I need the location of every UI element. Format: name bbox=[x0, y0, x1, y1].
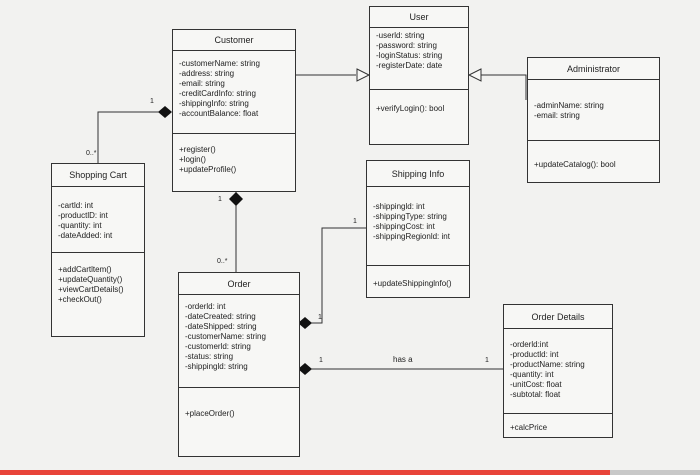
class-customer: Customer -customerName: string -address:… bbox=[172, 29, 296, 192]
method: +updateCatalog(): bool bbox=[534, 160, 616, 169]
attribute: -shippingCost: int bbox=[373, 222, 435, 231]
bottom-accent-bar bbox=[0, 470, 700, 475]
generalization-admin-user bbox=[481, 74, 527, 100]
multiplicity-label: 1 bbox=[218, 196, 222, 203]
class-name: Customer bbox=[214, 35, 254, 45]
attribute: -password: string bbox=[376, 41, 437, 50]
attribute: -email: string bbox=[179, 79, 225, 88]
method: +calcPrice bbox=[510, 423, 548, 432]
multiplicity-label: 1 bbox=[353, 218, 357, 225]
composition-diamond-customer-order bbox=[229, 192, 243, 206]
attribute-list: -customerName: string -address: string -… bbox=[173, 56, 295, 122]
attribute-list: -adminName: string -email: string bbox=[528, 98, 659, 124]
class-shipping-info: Shipping Info -shippingld: int -shipping… bbox=[366, 160, 470, 298]
attribute-list: -shippingld: int -shippingType: string -… bbox=[367, 199, 469, 245]
class-user: User -userld: string -password: string -… bbox=[369, 6, 469, 145]
association-order-shipping bbox=[300, 227, 366, 324]
inheritance-arrow-customer bbox=[356, 68, 371, 82]
attribute: -productld: int bbox=[510, 350, 559, 359]
attribute: -address: string bbox=[179, 69, 235, 78]
method: +checkOut() bbox=[58, 295, 102, 304]
method: +updateProfile() bbox=[179, 165, 237, 174]
attribute: -registerDate: date bbox=[376, 61, 443, 70]
attribute: -adminName: string bbox=[534, 101, 604, 110]
method-list: +updateCatalog(): bool bbox=[528, 157, 659, 173]
attribute: -shippingRegionld: int bbox=[373, 232, 450, 241]
attribute: -userld: string bbox=[376, 31, 425, 40]
attribute: -shippingType: string bbox=[373, 212, 447, 221]
attribute-list: -orderld: int -dateCreated: string -date… bbox=[179, 299, 299, 375]
class-name: Administrator bbox=[566, 63, 620, 74]
attribute: -shippingld: int bbox=[373, 202, 425, 211]
multiplicity-label: 0..* bbox=[217, 258, 228, 265]
attribute: -creditCardInfo: string bbox=[179, 89, 256, 98]
attribute: -email: string bbox=[534, 111, 580, 120]
attribute: -accountBalance: float bbox=[179, 109, 259, 118]
class-order-details: Order Details -orderld:int -productld: i… bbox=[503, 304, 613, 438]
method: +login() bbox=[179, 155, 206, 164]
method-list: +register() +login() +updateProfile() bbox=[173, 142, 295, 178]
association-customer-cart bbox=[97, 111, 165, 163]
multiplicity-label: 1 bbox=[319, 357, 323, 364]
association-label-has-a: has a bbox=[393, 355, 413, 364]
bottom-accent-gray bbox=[610, 470, 700, 475]
attribute: -quantity: int bbox=[510, 370, 554, 379]
method-list: +placeOrder() bbox=[179, 406, 299, 422]
method-list: +calcPrice bbox=[504, 420, 612, 436]
attribute: -shippingInfo: string bbox=[179, 99, 249, 108]
class-name: Order Details bbox=[531, 311, 585, 322]
method-list: +updateShippinglnfo() bbox=[367, 276, 469, 292]
method-list: +addCartltem() +updateQuantity() +viewCa… bbox=[52, 262, 144, 308]
attribute: -customerName: string bbox=[179, 59, 260, 68]
method-list: +verifyLogin(): bool bbox=[370, 101, 468, 117]
attribute: -orderld:int bbox=[510, 340, 549, 349]
multiplicity-label: 0..* bbox=[86, 150, 97, 157]
attribute-list: -cartld: int -productlD: int -quantity: … bbox=[52, 198, 144, 244]
method: +updateShippinglnfo() bbox=[373, 279, 452, 288]
attribute: -dateShipped: string bbox=[185, 322, 257, 331]
attribute: -productlD: int bbox=[58, 211, 108, 220]
method: +viewCartDetails() bbox=[58, 285, 124, 294]
multiplicity-label: 1 bbox=[318, 314, 322, 321]
multiplicity-label: 1 bbox=[150, 98, 154, 105]
method: +register() bbox=[179, 145, 216, 154]
attribute: -shippingld: string bbox=[185, 362, 248, 371]
method: +addCartltem() bbox=[58, 265, 112, 274]
attribute: -customerName: string bbox=[185, 332, 266, 341]
class-name: Shipping Info bbox=[391, 168, 445, 179]
composition-diamond-order-details bbox=[298, 363, 312, 375]
attribute: -unitCost: float bbox=[510, 380, 562, 389]
class-order: Order -orderld: int -dateCreated: string… bbox=[178, 272, 300, 457]
attribute: -status: string bbox=[185, 352, 234, 361]
attribute: -productName: string bbox=[510, 360, 585, 369]
attribute-list: -userld: string -password: string -login… bbox=[370, 28, 468, 74]
bottom-accent-red bbox=[0, 470, 610, 475]
inheritance-arrow-admin bbox=[467, 68, 482, 82]
composition-diamond-order-shipping bbox=[298, 317, 312, 329]
attribute: -cartld: int bbox=[58, 201, 94, 210]
class-name: Order bbox=[227, 278, 251, 289]
attribute-list: -orderld:int -productld: int -productNam… bbox=[504, 337, 612, 403]
class-administrator: Administrator -adminName: string -email:… bbox=[527, 57, 660, 183]
class-name: User bbox=[409, 12, 429, 22]
class-shopping-cart: Shopping Cart -cartld: int -productlD: i… bbox=[51, 163, 145, 337]
method: +verifyLogin(): bool bbox=[376, 104, 445, 113]
class-name: Shopping Cart bbox=[69, 170, 127, 180]
composition-diamond-customer-cart bbox=[158, 106, 172, 118]
attribute: -dateCreated: string bbox=[185, 312, 256, 321]
attribute: -orderld: int bbox=[185, 302, 226, 311]
attribute: -subtotal: float bbox=[510, 390, 561, 399]
multiplicity-label: 1 bbox=[485, 357, 489, 364]
attribute: -dateAdded: int bbox=[58, 231, 113, 240]
method: +updateQuantity() bbox=[58, 275, 123, 284]
attribute: -loginStatus: string bbox=[376, 51, 443, 60]
attribute: -customerld: string bbox=[185, 342, 251, 351]
attribute: -quantity: int bbox=[58, 221, 102, 230]
method: +placeOrder() bbox=[185, 409, 235, 418]
